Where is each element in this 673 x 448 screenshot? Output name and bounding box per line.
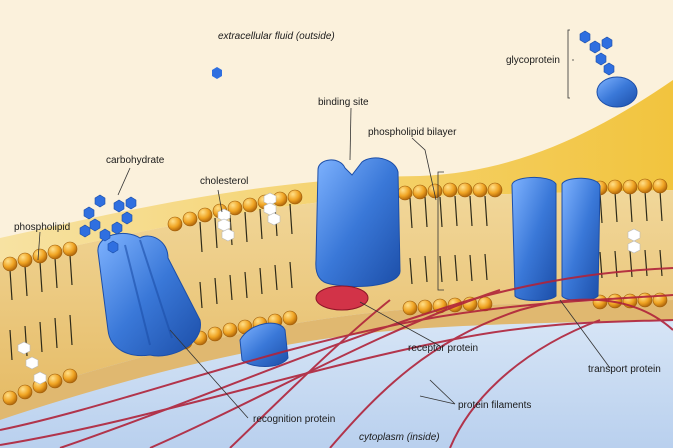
- phospholipid-label: phospholipid: [14, 222, 70, 234]
- cytoplasm-label: cytoplasm (inside): [359, 432, 440, 444]
- receptor-protein: [316, 158, 400, 287]
- phospholipid-bilayer-label: phospholipid bilayer: [368, 127, 456, 139]
- protein-filaments-label: protein filaments: [458, 400, 531, 412]
- recognition-protein-label: recognition protein: [253, 414, 335, 426]
- receptor-protein-label: receptor protein: [408, 343, 478, 355]
- transport-protein: [512, 177, 600, 300]
- receptor-ligand: [316, 286, 368, 310]
- binding-site-label: binding site: [318, 97, 369, 109]
- extracellular-fluid-label: extracellular fluid (outside): [218, 31, 335, 43]
- glycoprotein-label: glycoprotein: [506, 55, 560, 67]
- carbohydrate-label: carbohydrate: [106, 155, 164, 167]
- transport-protein-label: transport protein: [588, 364, 661, 376]
- cholesterol-label: cholesterol: [200, 176, 248, 188]
